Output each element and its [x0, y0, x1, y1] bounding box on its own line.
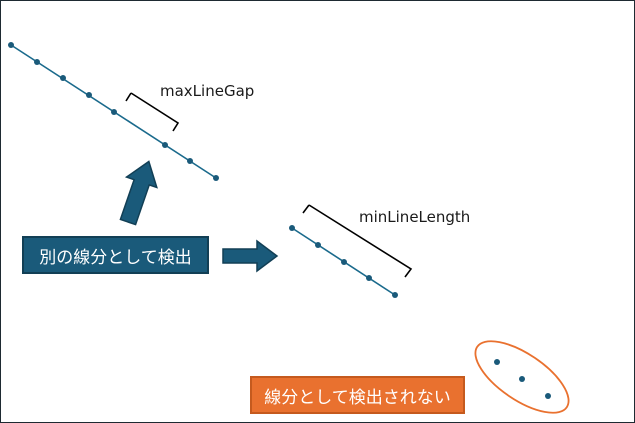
segment-point: [8, 42, 14, 48]
max-line-gap-bracket: [125, 92, 180, 132]
segment-point: [111, 109, 117, 115]
min-line-length-bracket: [302, 204, 413, 278]
segment-point: [315, 242, 321, 248]
segment-point: [341, 259, 347, 265]
isolated-point: [519, 376, 525, 382]
segment-point: [34, 59, 40, 65]
arrow-up-icon: [119, 160, 158, 226]
segment-point: [60, 75, 66, 81]
line-segment-top: [8, 42, 219, 181]
detected-separately-callout: 別の線分として検出: [22, 236, 209, 274]
arrow-right-icon: [222, 239, 279, 273]
segment-point: [289, 225, 295, 231]
max-line-gap-label: maxLineGap: [160, 82, 254, 100]
segment-point: [187, 158, 193, 164]
not-detected-callout: 線分として検出されない: [250, 376, 465, 414]
segment-point: [162, 142, 168, 148]
isolated-point: [545, 393, 551, 399]
segment-point: [366, 275, 372, 281]
min-line-length-label: minLineLength: [359, 208, 470, 226]
isolated-point: [494, 359, 500, 365]
highlight-ellipse: [474, 340, 570, 414]
undetected-points-group: [474, 340, 570, 414]
segment-point: [392, 292, 398, 298]
segment-point: [86, 92, 92, 98]
segment-point: [213, 175, 219, 181]
line-segment-middle: [289, 225, 398, 298]
